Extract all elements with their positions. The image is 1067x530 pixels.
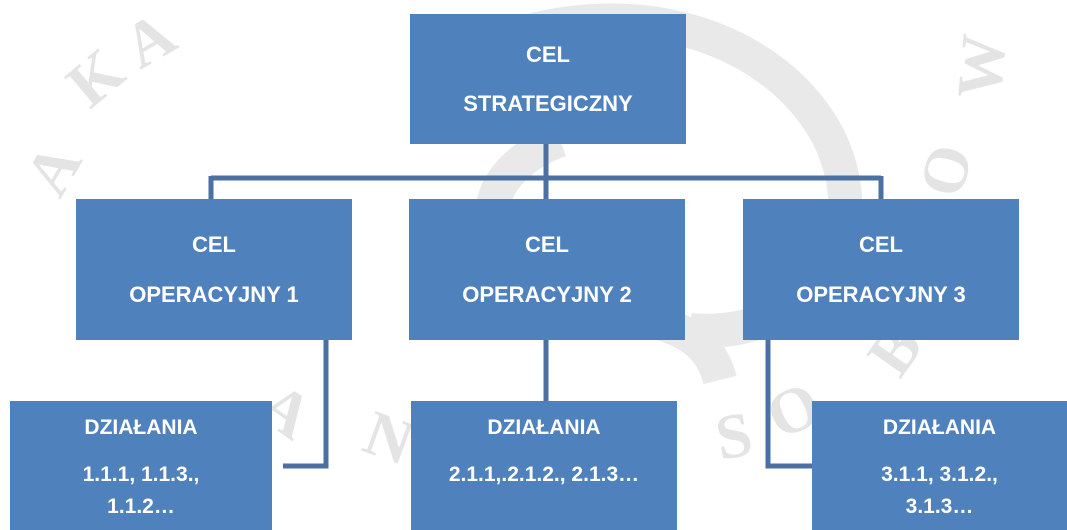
actions-3-text: 3.1.1, 3.1.2., 3.1.3… [881,463,998,519]
svg-text:W: W [943,31,1019,101]
operational-goal-3-line2: OPERACYJNY 3 [796,281,966,307]
operational-goal-3-box: CEL OPERACYJNY 3 [743,199,1019,340]
operational-goal-1-line1: CEL [192,232,236,257]
actions-1-title: DZIAŁANIA [84,416,198,439]
connector-op1-to-act1 [283,340,329,469]
operational-goal-1-line2: OPERACYJNY 1 [129,281,299,307]
strategic-goal-line2: STRATEGICZNY [463,91,633,116]
strategic-goal-line1: CEL [526,41,570,67]
actions-2-text: 2.1.1,.2.1.2., 2.1.3… [448,463,640,487]
operational-goal-2-box: CEL OPERACYJNY 2 [409,199,685,340]
actions-1-box: DZIAŁANIA 1.1.1, 1.1.3., 1.1.2… [10,401,272,530]
strategic-goal-box: CEL STRATEGICZNY [410,14,686,144]
actions-2-title: DZIAŁANIA [487,416,601,439]
connector-op3-to-act3 [765,340,812,469]
actions-2-box: DZIAŁANIA 2.1.1,.2.1.2., 2.1.3… [411,401,677,530]
operational-goal-2-line1: CEL [525,232,569,257]
operational-goal-1-box: CEL OPERACYJNY 1 [76,199,352,340]
actions-1-text: 1.1.1, 1.1.3., 1.1.2… [82,463,200,519]
operational-goal-2-line2: OPERACYJNY 2 [462,281,632,307]
operational-goal-3-line1: CEL [859,232,903,257]
actions-3-title: DZIAŁANIA [882,416,997,439]
actions-3-box: DZIAŁANIA 3.1.1, 3.1.2., 3.1.3… [812,401,1067,530]
